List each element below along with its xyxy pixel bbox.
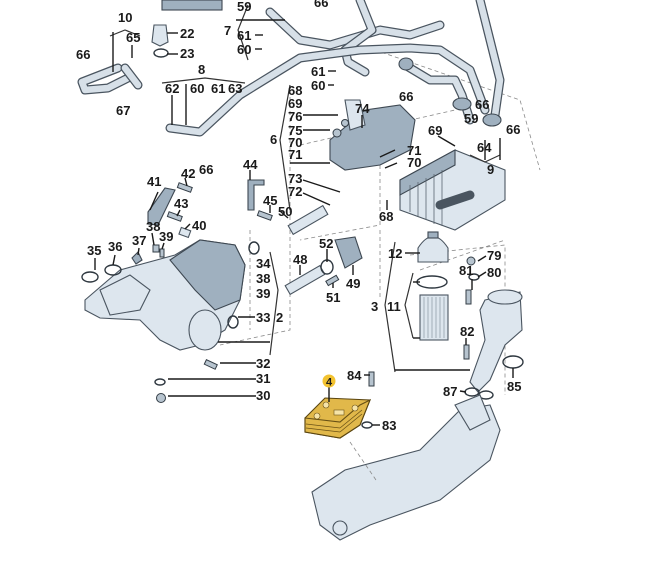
callout-59[interactable]: 59	[464, 111, 478, 126]
oil-pump-housing-2	[81, 239, 260, 403]
callout-59[interactable]: 59	[237, 0, 251, 14]
callout-35[interactable]: 35	[87, 243, 101, 258]
oil-pipe-9	[398, 0, 505, 127]
callout-31[interactable]: 31	[256, 371, 270, 386]
callout-39[interactable]: 39	[159, 229, 173, 244]
callout-80[interactable]: 80	[487, 265, 501, 280]
callout-84[interactable]: 84	[347, 368, 362, 383]
callout-67[interactable]: 67	[116, 103, 130, 118]
callout-2[interactable]: 2	[276, 310, 283, 325]
callout-72[interactable]: 72	[288, 184, 302, 199]
callout-9[interactable]: 9	[487, 162, 494, 177]
callout-61[interactable]: 61	[311, 64, 325, 79]
callout-76[interactable]: 76	[288, 109, 302, 124]
callout-6[interactable]: 6	[270, 132, 277, 147]
callout-50[interactable]: 50	[278, 204, 292, 219]
callout-43[interactable]: 43	[174, 196, 188, 211]
callout-61[interactable]: 61	[237, 28, 251, 43]
callout-82[interactable]: 82	[460, 324, 474, 339]
callout-10[interactable]: 10	[118, 10, 132, 25]
callout-12[interactable]: 12	[388, 246, 402, 261]
callout-66[interactable]: 66	[199, 162, 213, 177]
callout-75[interactable]: 75	[288, 123, 302, 138]
callout-8[interactable]: 8	[198, 62, 205, 77]
bracket-assembly-6	[329, 99, 416, 171]
callout-74[interactable]: 74	[355, 101, 370, 116]
callout-71[interactable]: 71	[407, 143, 421, 158]
oil-filter-assembly-3	[416, 231, 449, 341]
oil-pipe-8	[165, 43, 490, 137]
callout-36[interactable]: 36	[108, 239, 122, 254]
callout-4[interactable]: 4	[326, 377, 333, 389]
callout-38[interactable]: 38	[146, 219, 160, 234]
component-top-block	[151, 0, 223, 58]
callout-87[interactable]: 87	[443, 384, 457, 399]
callout-30[interactable]: 30	[256, 388, 270, 403]
callout-70[interactable]: 70	[288, 135, 302, 150]
callout-66[interactable]: 66	[475, 97, 489, 112]
callout-45[interactable]: 45	[263, 193, 277, 208]
callout-70[interactable]: 70	[407, 155, 421, 170]
callout-60[interactable]: 60	[190, 81, 204, 96]
callout-37[interactable]: 37	[132, 233, 146, 248]
callout-52[interactable]: 52	[319, 236, 333, 251]
callout-34[interactable]: 34	[256, 256, 271, 271]
callout-63[interactable]: 63	[228, 81, 242, 96]
callout-64[interactable]: 64	[477, 140, 492, 155]
callout-33[interactable]: 33	[256, 310, 270, 325]
oil-filter-bracket-base	[311, 394, 501, 541]
highlight-badge	[322, 374, 336, 388]
callout-68[interactable]: 68	[288, 83, 302, 98]
bracket-41	[147, 182, 193, 258]
sleeves-48-50	[284, 204, 329, 296]
callout-62[interactable]: 62	[165, 81, 179, 96]
callout-85[interactable]: 85	[507, 379, 521, 394]
callout-49[interactable]: 49	[346, 276, 360, 291]
callout-40[interactable]: 40	[192, 218, 206, 233]
callout-42[interactable]: 42	[181, 166, 195, 181]
callout-69[interactable]: 69	[428, 123, 442, 138]
callout-44[interactable]: 44	[243, 157, 258, 172]
oil-cooler-4	[304, 371, 375, 439]
bracket-44	[247, 179, 273, 221]
heat-exchanger	[399, 149, 506, 231]
callout-65[interactable]: 65	[126, 30, 140, 45]
oil-pipe-10	[77, 63, 143, 95]
callout-60[interactable]: 60	[237, 42, 251, 57]
callout-71[interactable]: 71	[288, 147, 302, 162]
callout-73[interactable]: 73	[288, 171, 302, 186]
callout-23[interactable]: 23	[180, 46, 194, 61]
callout-66[interactable]: 66	[399, 89, 413, 104]
callout-11[interactable]: 11	[387, 299, 401, 314]
callout-81[interactable]: 81	[459, 263, 473, 278]
callout-4-highlight[interactable]: 4	[322, 374, 336, 389]
callout-66[interactable]: 66	[506, 122, 520, 137]
cover-49	[320, 236, 363, 287]
callout-66[interactable]: 66	[314, 0, 328, 10]
callout-38[interactable]: 38	[256, 271, 270, 286]
callout-61[interactable]: 61	[211, 81, 225, 96]
leader-lines	[94, 4, 514, 426]
callout-7[interactable]: 7	[224, 23, 231, 38]
callout-83[interactable]: 83	[382, 418, 396, 433]
callout-68[interactable]: 68	[379, 209, 393, 224]
callout-51[interactable]: 51	[326, 290, 340, 305]
callout-3[interactable]: 3	[371, 299, 378, 314]
callout-labels: 10 65 66 67 22 23 8 62 60 61 63 7 59 61 …	[76, 0, 521, 433]
callout-41[interactable]: 41	[147, 174, 161, 189]
callout-48[interactable]: 48	[293, 252, 307, 267]
callout-32[interactable]: 32	[256, 356, 270, 371]
callout-66[interactable]: 66	[76, 47, 90, 62]
callout-22[interactable]: 22	[180, 26, 194, 41]
oil-pipe-7	[265, 0, 445, 77]
callout-60[interactable]: 60	[311, 78, 325, 93]
callout-69[interactable]: 69	[288, 96, 302, 111]
callout-39[interactable]: 39	[256, 286, 270, 301]
callout-79[interactable]: 79	[487, 248, 501, 263]
